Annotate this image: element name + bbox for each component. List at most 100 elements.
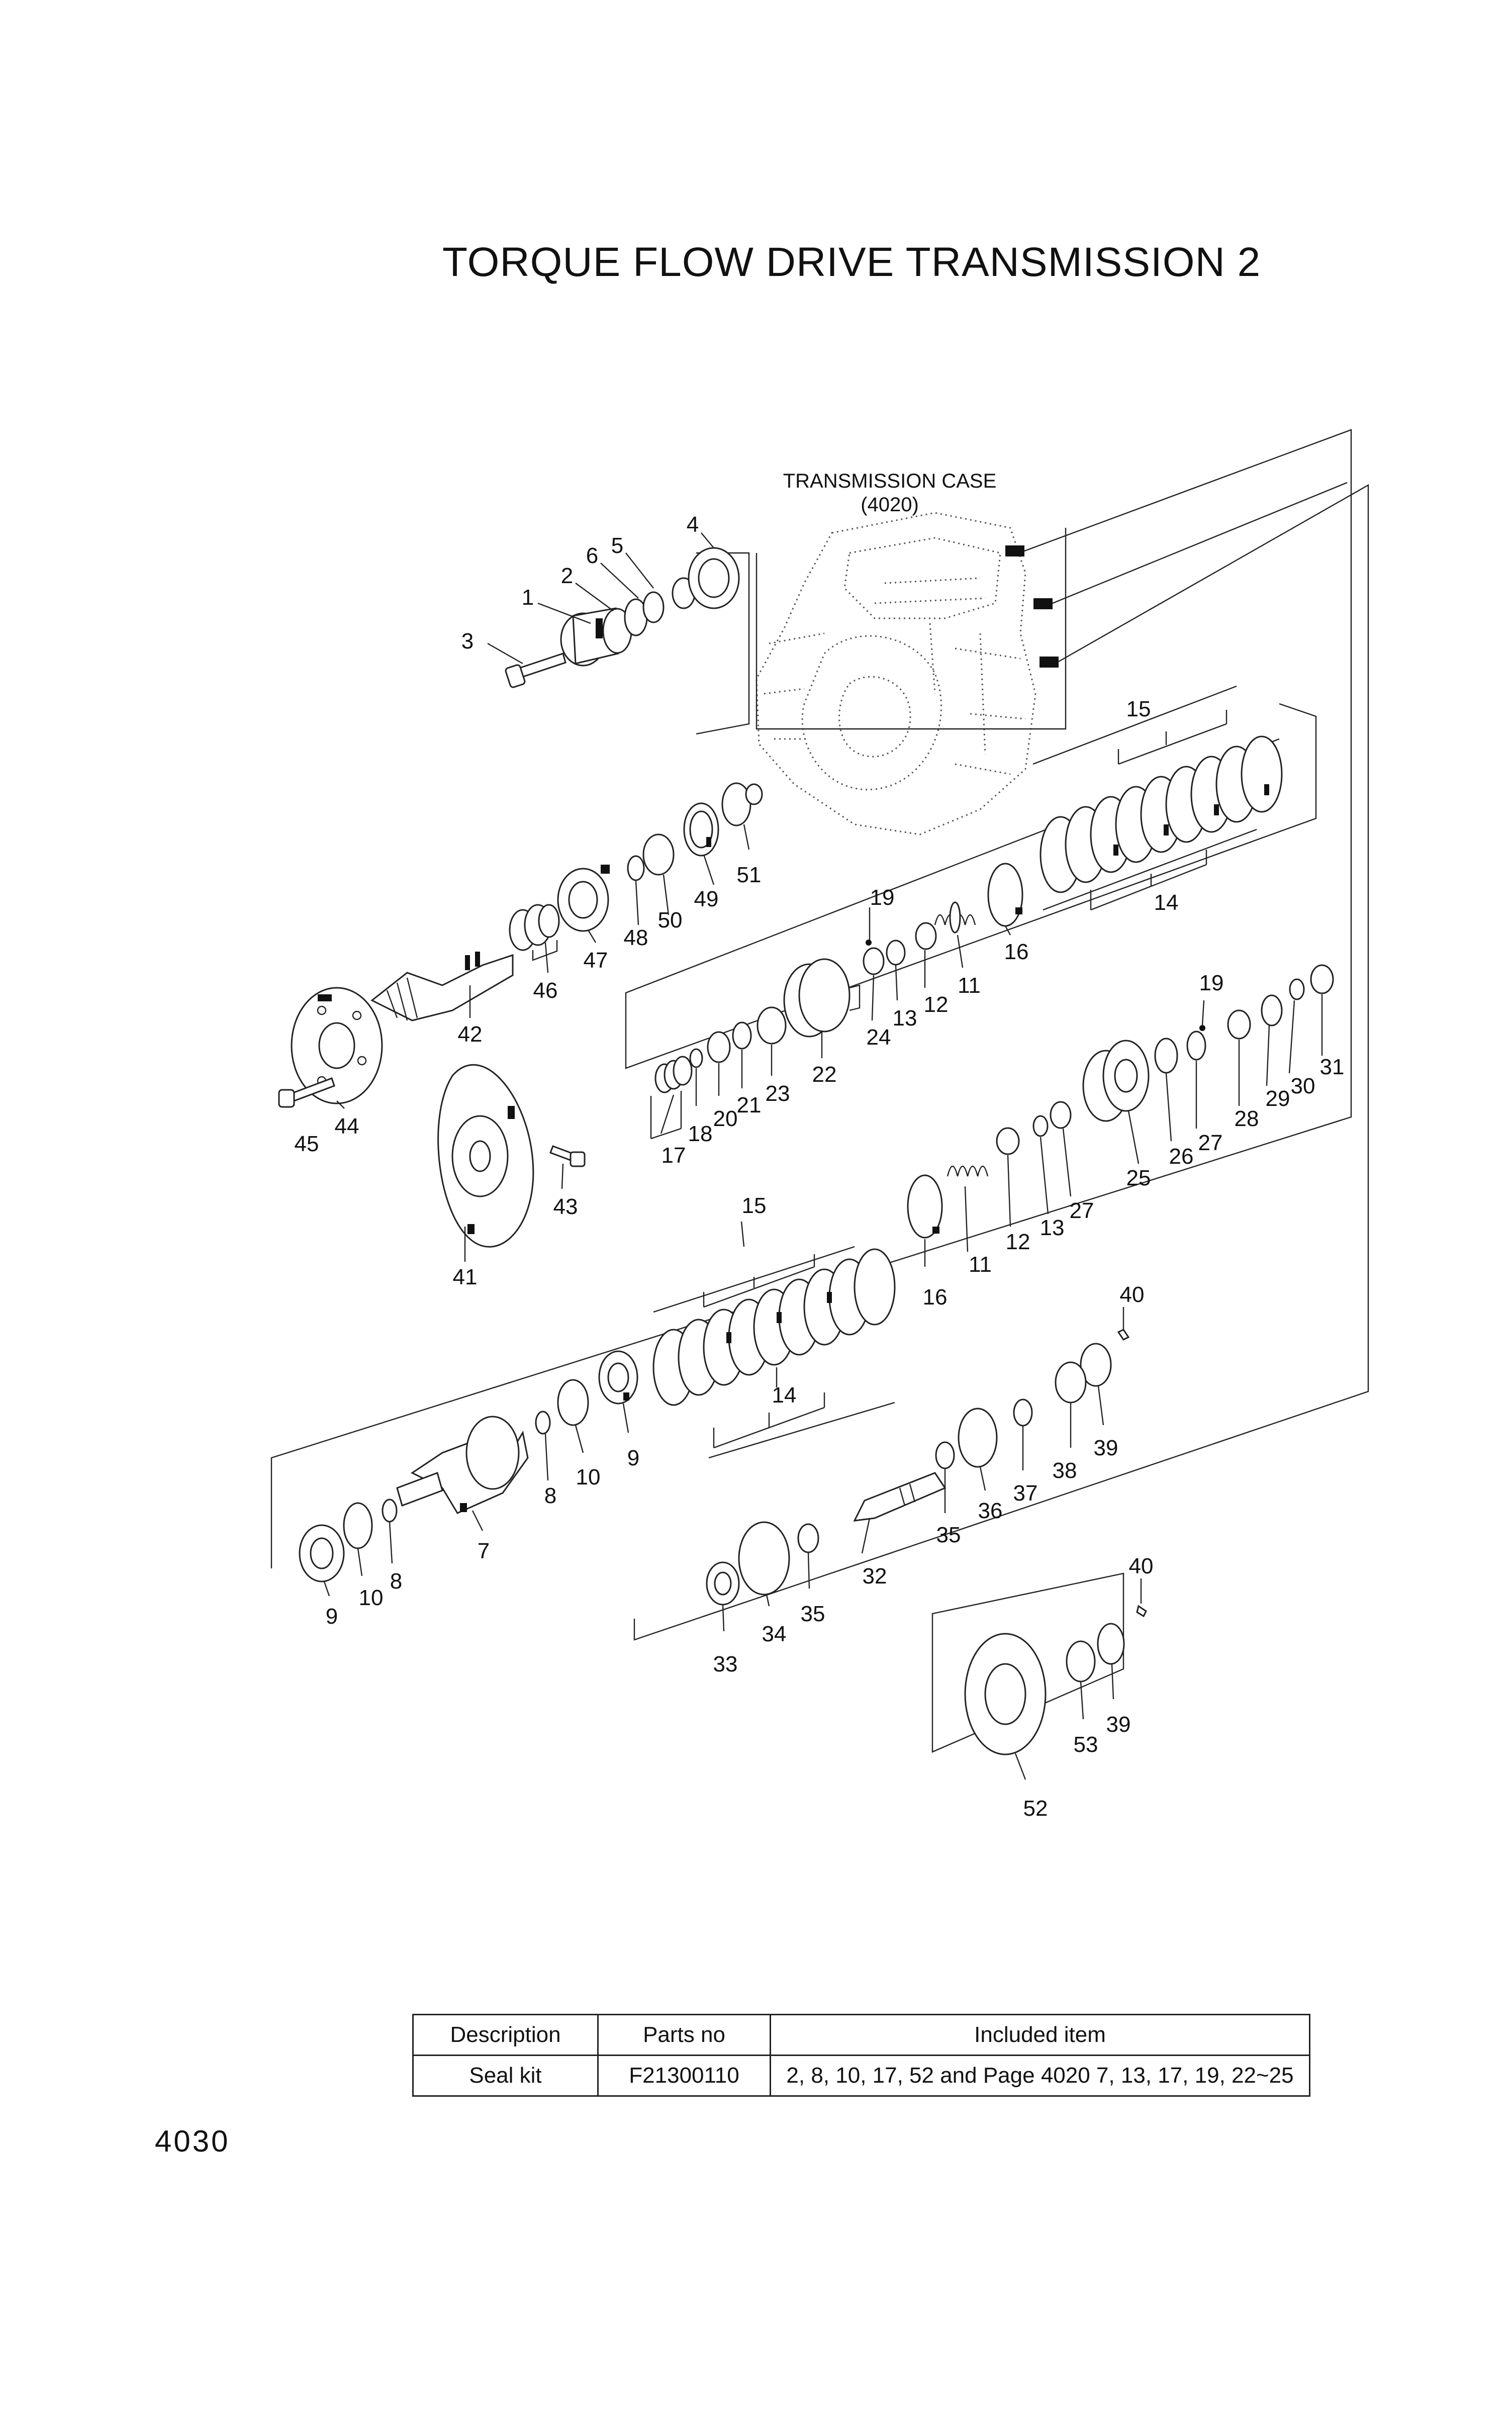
part-label-15: 15 bbox=[1126, 697, 1151, 721]
part-34-gear bbox=[738, 1521, 790, 1596]
part-label-23: 23 bbox=[766, 1081, 790, 1106]
part-17-seal-rings bbox=[654, 1056, 693, 1093]
part-label-40b: 40 bbox=[1129, 1554, 1154, 1578]
part-24-ring bbox=[863, 947, 885, 975]
part-label-39b: 39 bbox=[1106, 1712, 1131, 1737]
part-40-bolt-lower bbox=[1136, 1605, 1147, 1618]
part-12b-washer bbox=[996, 1127, 1020, 1155]
part-51-sleeve bbox=[721, 782, 763, 826]
part-33-bearing bbox=[706, 1561, 740, 1606]
part-10-ring-lower bbox=[343, 1502, 373, 1549]
part-15-clutch-plates-upper bbox=[1032, 685, 1283, 911]
part-19-ball-b bbox=[1199, 1025, 1205, 1031]
part-8-ring-upper bbox=[535, 1411, 551, 1435]
part-label-15b: 15 bbox=[742, 1193, 767, 1218]
part-label-35b: 35 bbox=[801, 1602, 825, 1626]
ref-marker bbox=[1033, 598, 1053, 609]
part-40-bolt-upper bbox=[1117, 1329, 1130, 1341]
part-39-cover-lower bbox=[1097, 1623, 1125, 1665]
part-label-10a: 10 bbox=[576, 1465, 601, 1489]
part-label-43: 43 bbox=[553, 1194, 578, 1219]
part-label-30: 30 bbox=[1291, 1074, 1315, 1098]
part-label-35a: 35 bbox=[936, 1523, 961, 1547]
part-label-34: 34 bbox=[762, 1622, 787, 1646]
part-label-12b: 12 bbox=[1006, 1230, 1030, 1254]
part-36-gear bbox=[958, 1408, 998, 1468]
part-label-52: 52 bbox=[1023, 1796, 1048, 1821]
part-12-washer bbox=[915, 922, 937, 950]
transmission-case-illustration bbox=[755, 512, 1036, 835]
part-26-bearing bbox=[1154, 1038, 1178, 1074]
part-label-33: 33 bbox=[713, 1652, 738, 1676]
part-20-washer bbox=[707, 1031, 731, 1063]
part-6-ring bbox=[642, 591, 665, 623]
table-header-row: Description Parts no Included item bbox=[412, 2014, 1310, 2056]
part-27-ring bbox=[1186, 1031, 1206, 1061]
part-41-bevel-gear bbox=[437, 1064, 534, 1248]
part-38-bearing bbox=[1055, 1361, 1087, 1404]
part-48-ring bbox=[627, 855, 645, 881]
column-header-description: Description bbox=[412, 2014, 599, 2056]
part-label-26: 26 bbox=[1169, 1144, 1194, 1169]
part-label-9a: 9 bbox=[627, 1446, 639, 1470]
part-label-53: 53 bbox=[1074, 1732, 1098, 1757]
part-label-4: 4 bbox=[687, 512, 699, 537]
group-bracket-14 bbox=[1090, 850, 1207, 911]
part-35-ring-lower bbox=[797, 1523, 819, 1553]
part-27b-ring bbox=[1050, 1101, 1072, 1129]
part-47-bearing-housing bbox=[557, 865, 610, 932]
part-39-cover-upper bbox=[1080, 1343, 1112, 1387]
ref-marker bbox=[1040, 657, 1059, 668]
part-7-carrier bbox=[396, 1416, 529, 1514]
column-header-included-item: Included item bbox=[770, 2014, 1310, 2056]
part-18-ring bbox=[689, 1048, 703, 1068]
part-43-bolt bbox=[549, 1145, 586, 1167]
part-16-snap-ring bbox=[987, 863, 1023, 927]
part-label-36: 36 bbox=[978, 1499, 1003, 1523]
part-31-bearing bbox=[1310, 964, 1334, 994]
part-22-gear bbox=[783, 958, 861, 1038]
part-label-8a: 8 bbox=[544, 1483, 556, 1508]
leader-lines bbox=[323, 532, 1323, 1780]
part-45-bolt bbox=[278, 1077, 335, 1108]
column-header-parts-no: Parts no bbox=[597, 2014, 771, 2056]
part-label-27b: 27 bbox=[1070, 1198, 1094, 1223]
part-15b-clutch-plates-lower bbox=[652, 1246, 896, 1459]
part-label-20: 20 bbox=[713, 1106, 738, 1131]
part-label-48: 48 bbox=[624, 925, 648, 950]
part-label-47: 47 bbox=[584, 948, 608, 973]
part-13b-ring bbox=[1032, 1115, 1049, 1137]
part-label-7: 7 bbox=[478, 1539, 490, 1563]
part-label-16a: 16 bbox=[1004, 940, 1029, 964]
part-13-ring bbox=[886, 940, 906, 966]
part-10-ring-upper bbox=[557, 1379, 589, 1426]
part-label-18: 18 bbox=[688, 1122, 713, 1146]
part-label-14: 14 bbox=[1154, 890, 1179, 915]
part-label-32: 32 bbox=[863, 1564, 887, 1589]
part-9-bearing-upper bbox=[598, 1350, 638, 1405]
part-labels: 4 5 6 2 1 3 15 14 51 49 50 48 47 46 42 4… bbox=[295, 512, 1345, 1821]
part-label-22: 22 bbox=[812, 1062, 837, 1087]
group-bracket-14b bbox=[713, 1392, 825, 1449]
part-32-shaft bbox=[853, 1472, 947, 1522]
part-44-flange bbox=[291, 987, 383, 1104]
part-label-39a: 39 bbox=[1094, 1436, 1118, 1460]
part-label-14b: 14 bbox=[772, 1383, 797, 1408]
part-label-1: 1 bbox=[522, 585, 534, 610]
table-row: Seal kit F21300110 2, 8, 10, 17, 52 and … bbox=[412, 2055, 1310, 2097]
transmission-case-ref: (4020) bbox=[861, 494, 919, 516]
part-label-24: 24 bbox=[867, 1025, 891, 1050]
part-19-ball bbox=[866, 940, 872, 946]
part-23-bearing bbox=[757, 1006, 787, 1045]
part-label-40a: 40 bbox=[1120, 1282, 1145, 1307]
part-label-41: 41 bbox=[453, 1265, 478, 1289]
part-label-2: 2 bbox=[561, 564, 573, 588]
part-label-3: 3 bbox=[461, 629, 474, 654]
part-label-8b: 8 bbox=[390, 1569, 402, 1594]
part-label-11b: 11 bbox=[969, 1252, 992, 1277]
part-label-21: 21 bbox=[737, 1093, 762, 1117]
part-label-46: 46 bbox=[533, 978, 558, 1003]
part-9-bearing-lower bbox=[299, 1524, 345, 1582]
cell-included-item: 2, 8, 10, 17, 52 and Page 4020 7, 13, 17… bbox=[770, 2055, 1310, 2097]
